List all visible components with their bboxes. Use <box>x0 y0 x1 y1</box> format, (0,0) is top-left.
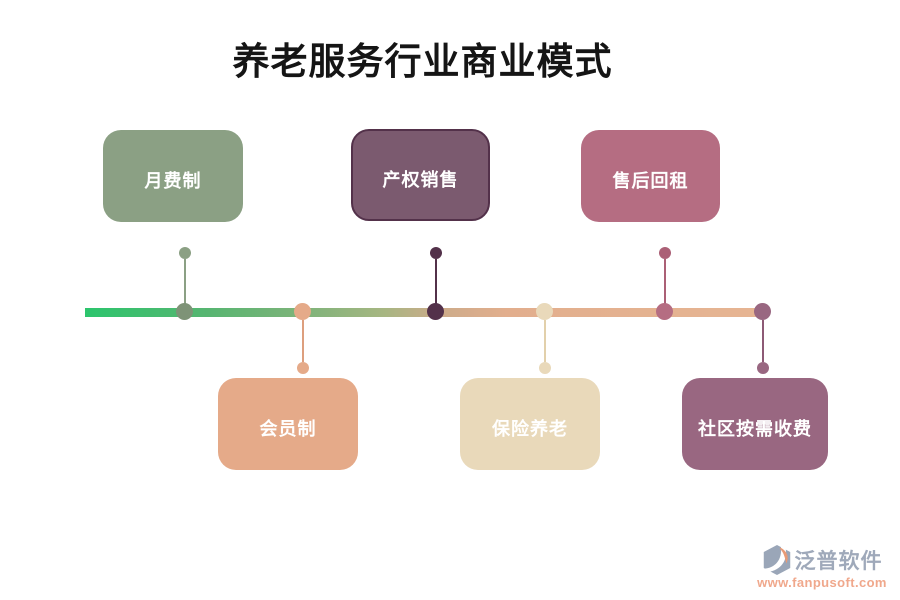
page-title: 养老服务行业商业模式 <box>232 41 613 82</box>
timeline-bar <box>85 308 765 317</box>
connector-stem <box>544 320 546 362</box>
timeline-dot <box>656 303 673 320</box>
node-label: 会员制 <box>259 419 317 439</box>
connector-stem <box>435 259 437 304</box>
connector-stem <box>664 259 666 304</box>
node-box-sale-leaseback: 售后回租 <box>581 130 720 222</box>
connector-stem <box>184 259 186 304</box>
connector-dot-small <box>659 247 671 259</box>
node-label: 社区按需收费 <box>698 419 812 439</box>
timeline-dot <box>754 303 771 320</box>
connector-dot-small <box>430 247 442 259</box>
node-box-insurance-pension: 保险养老 <box>460 378 600 470</box>
timeline-dot <box>176 303 193 320</box>
node-box-monthly-fee: 月费制 <box>103 130 243 222</box>
node-box-community-pay-per-use: 社区按需收费 <box>682 378 828 470</box>
timeline-dot <box>427 303 444 320</box>
watermark-url: www.fanpusoft.com <box>757 575 887 590</box>
timeline-dot <box>536 303 553 320</box>
node-box-property-sales: 产权销售 <box>351 129 490 221</box>
watermark: 泛普软件 www.fanpusoft.com <box>746 544 898 590</box>
node-label: 售后回租 <box>612 171 689 191</box>
connector-dot-small <box>297 362 309 374</box>
connector-dot-small <box>179 247 191 259</box>
connector-dot-small <box>539 362 551 374</box>
timeline-dot <box>294 303 311 320</box>
node-label: 产权销售 <box>382 170 459 190</box>
node-box-membership: 会员制 <box>218 378 358 470</box>
node-label: 月费制 <box>144 171 202 191</box>
node-label: 保险养老 <box>492 419 568 439</box>
fanpu-logo-icon <box>762 544 792 576</box>
connector-dot-small <box>757 362 769 374</box>
watermark-brand: 泛普软件 <box>794 550 883 573</box>
connector-stem <box>302 320 304 362</box>
connector-stem <box>762 320 764 362</box>
